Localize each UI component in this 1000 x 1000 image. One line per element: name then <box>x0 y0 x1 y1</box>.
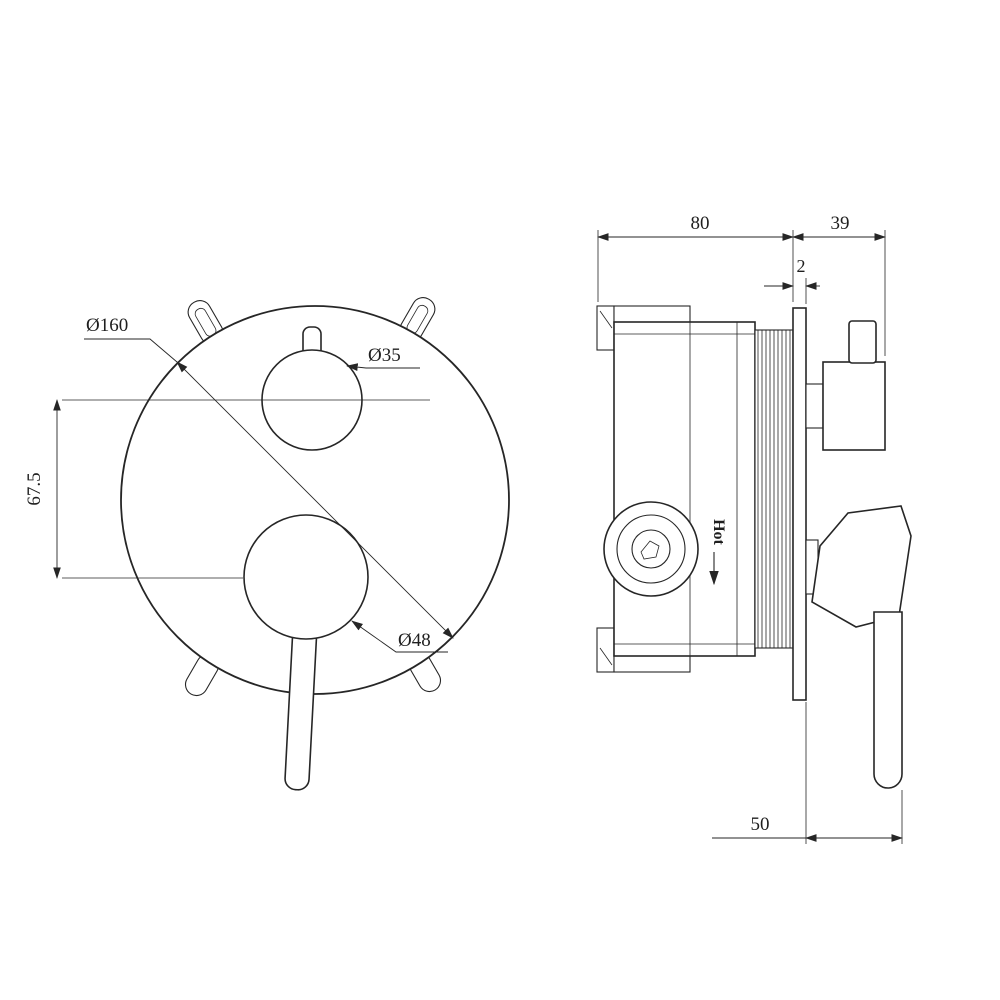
dimension-label-top-knob-diameter: Ø35 <box>368 345 401 366</box>
trim-plate-side <box>792 307 807 701</box>
front-view: 67.5 Ø160 Ø35 Ø48 <box>24 297 510 791</box>
body-top-flange <box>613 305 691 324</box>
dimension-lever-offset: 50 <box>712 702 903 844</box>
dimension-knob-spacing: 67.5 <box>24 399 61 579</box>
dimension-plate-diameter: Ø160 <box>84 315 454 639</box>
valve-body <box>613 321 756 657</box>
body-bottom-flange <box>613 654 691 673</box>
dimension-bottom-knob-diameter: Ø48 <box>351 620 448 653</box>
dimension-label-knob-spacing: 67.5 <box>24 472 45 505</box>
side-view: Hot 80 <box>596 213 912 844</box>
dimension-label-lever-offset: 50 <box>751 814 770 835</box>
dimension-label-handle-projection: 39 <box>831 213 850 234</box>
threaded-section <box>754 329 794 649</box>
inlet-boss <box>603 501 699 597</box>
hot-label: Hot <box>710 519 727 545</box>
valve-body-detail-lines <box>614 322 755 656</box>
body-fixing-tabs <box>596 305 615 673</box>
dimension-label-body-depth: 80 <box>691 213 710 234</box>
dimension-top-knob-diameter: Ø35 <box>346 345 420 372</box>
dimension-plate-thickness: 2 <box>764 256 820 304</box>
dimension-handle-projection: 39 <box>792 213 886 356</box>
top-handle-side <box>805 320 886 451</box>
dimension-body-depth: 80 <box>597 213 794 302</box>
lever-handle-side <box>805 505 912 789</box>
bottom-knob-circle <box>243 514 369 640</box>
dimension-label-plate-thickness: 2 <box>797 256 806 276</box>
dimension-label-bottom-knob-diameter: Ø48 <box>398 630 431 651</box>
dimension-label-plate-diameter: Ø160 <box>86 315 128 336</box>
